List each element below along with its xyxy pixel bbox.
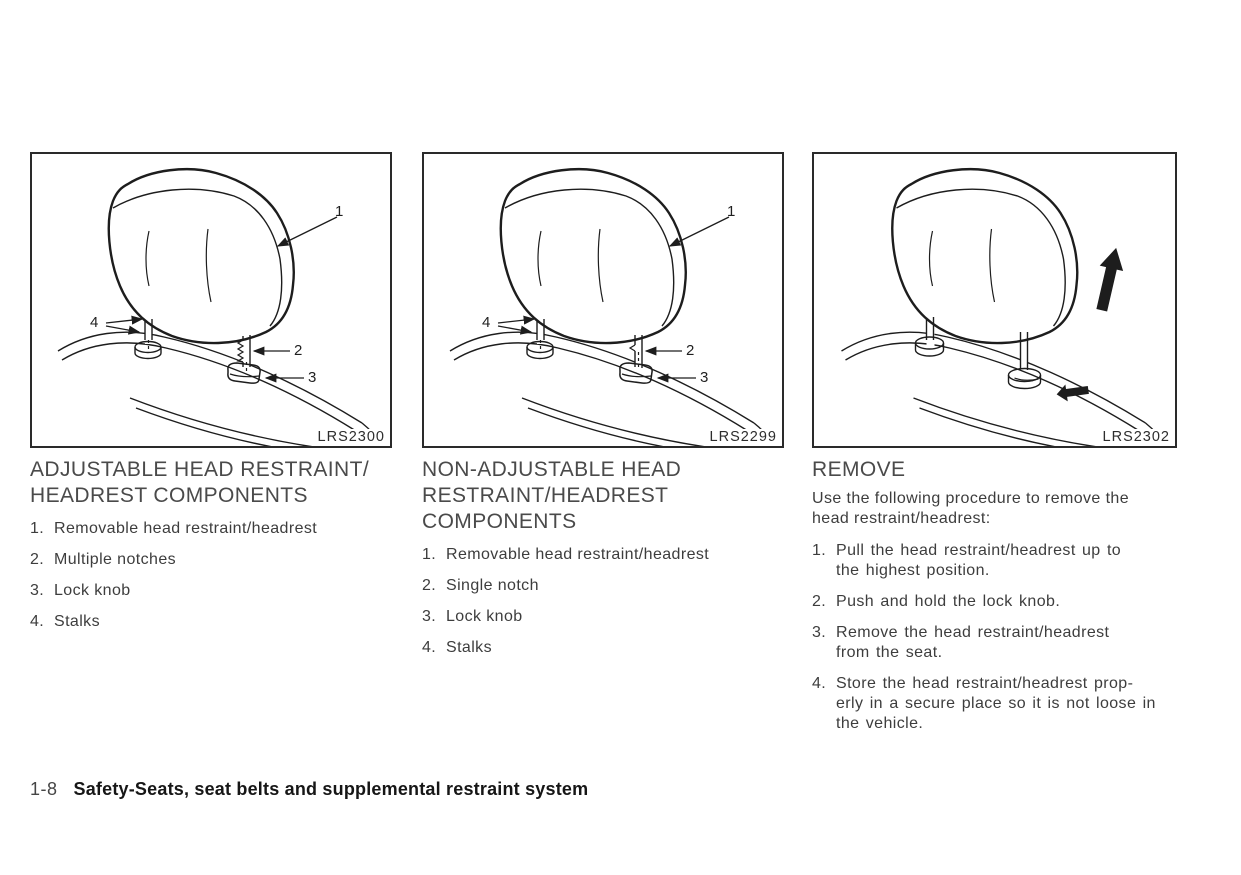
list-item-text: Push and hold the lock knob. bbox=[836, 593, 1061, 610]
list-item-text: Lock knob bbox=[446, 608, 523, 625]
callout-2-label: 2 bbox=[294, 342, 303, 359]
column-adjustable: 1 2 3 4 LRS2300 ADJUSTABLE HEAD RESTRAIN… bbox=[30, 152, 392, 643]
section-heading-adjustable: ADJUSTABLE HEAD RESTRAINT/ HEADREST COMP… bbox=[30, 458, 370, 507]
footer-section-title: Safety-Seats, seat belts and supplementa… bbox=[73, 779, 589, 799]
list-item-text: Removable head restraint/headrest bbox=[54, 520, 318, 537]
list-item-number: 1. bbox=[422, 546, 436, 563]
list-item-number: 4. bbox=[812, 675, 826, 692]
callout-3-label: 3 bbox=[700, 369, 709, 386]
list-item: 3. Lock knob bbox=[422, 607, 784, 627]
figure-code-label: LRS2299 bbox=[707, 429, 779, 446]
list-item: 4. Stalks bbox=[422, 638, 784, 658]
list-item-text: Single notch bbox=[446, 577, 539, 594]
remove-steps-list: 1. Pull the head restraint/headrest up t… bbox=[812, 541, 1177, 734]
list-item-number: 4. bbox=[422, 639, 436, 656]
page-footer: 1-8 Safety-Seats, seat belts and suppleme… bbox=[30, 778, 588, 800]
list-item-text: Removable head restraint/headrest bbox=[446, 546, 710, 563]
list-item: 2. Push and hold the lock knob. bbox=[812, 592, 1177, 612]
list-item-number: 3. bbox=[422, 608, 436, 625]
figure-box-remove: LRS2302 bbox=[812, 152, 1177, 448]
list-item: 3. Remove the head restraint/headrest fr… bbox=[812, 623, 1177, 663]
list-item-number: 4. bbox=[30, 613, 44, 630]
list-item-text: Remove the head restraint/headrest from … bbox=[836, 624, 1110, 661]
list-item-number: 3. bbox=[812, 624, 826, 641]
list-item: 2. Single notch bbox=[422, 576, 784, 596]
intro-paragraph: Use the following procedure to remove th… bbox=[812, 490, 1130, 527]
callout-1-label: 1 bbox=[727, 203, 736, 220]
list-item-text: Stalks bbox=[446, 639, 492, 656]
list-item: 1. Removable head restraint/headrest bbox=[30, 519, 392, 539]
list-item-text: Pull the head restraint/headrest up to t… bbox=[836, 542, 1122, 579]
callout-1-label: 1 bbox=[335, 203, 344, 220]
list-item: 1. Removable head restraint/headrest bbox=[422, 545, 784, 565]
callout-4-label: 4 bbox=[90, 314, 99, 331]
figure-code-label: LRS2302 bbox=[1100, 429, 1172, 446]
list-item-number: 3. bbox=[30, 582, 44, 599]
list-item-text: Lock knob bbox=[54, 582, 131, 599]
remove-headrest-diagram bbox=[841, 168, 1167, 446]
callout-2-label: 2 bbox=[686, 342, 695, 359]
list-item: 3. Lock knob bbox=[30, 581, 392, 601]
adjustable-headrest-diagram bbox=[57, 168, 383, 446]
non-adjustable-headrest-diagram bbox=[449, 168, 775, 446]
list-item-text: Stalks bbox=[54, 613, 100, 630]
figure-box-non-adjustable: 1 2 3 4 LRS2299 bbox=[422, 152, 784, 448]
callout-4-label: 4 bbox=[482, 314, 491, 331]
list-item: 4. Store the head restraint/headrest pro… bbox=[812, 674, 1177, 734]
list-item: 4. Stalks bbox=[30, 612, 392, 632]
list-item-number: 1. bbox=[812, 542, 826, 559]
list-item-number: 1. bbox=[30, 520, 44, 537]
section-heading-remove: REMOVE bbox=[812, 458, 906, 481]
component-list-non-adjustable: 1. Removable head restraint/headrest 2. … bbox=[422, 545, 784, 658]
column-remove: LRS2302 REMOVE Use the following procedu… bbox=[812, 152, 1177, 745]
up-arrow-icon bbox=[1096, 247, 1124, 312]
list-item-number: 2. bbox=[812, 593, 826, 610]
figure-code-label: LRS2300 bbox=[315, 429, 387, 446]
list-item: 1. Pull the head restraint/headrest up t… bbox=[812, 541, 1177, 581]
callout-3-label: 3 bbox=[308, 369, 317, 386]
section-heading-non-adjustable: NON-ADJUSTABLE HEAD RESTRAINT/HEADREST C… bbox=[422, 458, 682, 533]
list-item-number: 2. bbox=[422, 577, 436, 594]
figure-box-adjustable: 1 2 3 4 LRS2300 bbox=[30, 152, 392, 448]
footer-page-number: 1-8 bbox=[30, 779, 58, 799]
list-item-number: 2. bbox=[30, 551, 44, 568]
push-arrow-icon bbox=[1056, 384, 1089, 402]
column-non-adjustable: 1 2 3 4 LRS2299 NON-ADJUSTABLE HEAD REST… bbox=[422, 152, 784, 669]
component-list-adjustable: 1. Removable head restraint/headrest 2. … bbox=[30, 519, 392, 632]
list-item: 2. Multiple notches bbox=[30, 550, 392, 570]
list-item-text: Store the head restraint/headrest prop- … bbox=[836, 675, 1156, 732]
list-item-text: Multiple notches bbox=[54, 551, 177, 568]
